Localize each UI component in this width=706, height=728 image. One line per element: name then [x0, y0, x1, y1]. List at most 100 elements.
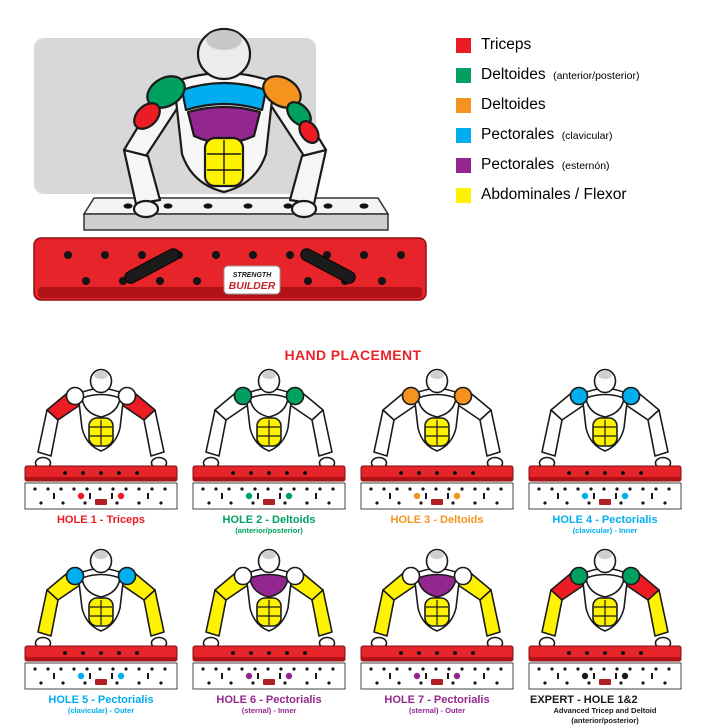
target-hole-marker-right — [453, 492, 461, 500]
target-hole-marker-left — [581, 492, 589, 500]
legend-color-swatch — [456, 128, 471, 143]
placement-caption: HOLE 7 - Pectorialis (sternal) - Outer — [384, 690, 489, 716]
panel-logo — [599, 499, 611, 505]
left-tricep-red — [133, 102, 161, 130]
product-hero-illustration: STRENGTH BUILDER — [33, 27, 427, 301]
left-shoulder — [401, 386, 421, 406]
placement-title: HOLE 7 - Pectorialis — [384, 693, 490, 706]
brand-logo: STRENGTH BUILDER — [223, 265, 281, 295]
legend-color-swatch — [456, 158, 471, 173]
hole-layout-panel — [360, 662, 514, 690]
panel-logo — [95, 499, 107, 505]
target-hole-marker-left — [413, 672, 421, 679]
abdominal-lines — [426, 599, 448, 625]
placement-title: HOLE 6 - Pectorialis — [216, 693, 322, 706]
white-board-holes — [123, 203, 369, 209]
chest — [81, 573, 121, 598]
left-forearm — [541, 588, 563, 637]
placement-title: EXPERT - HOLE 1&2 — [530, 693, 638, 706]
placement-subtitle: (clavicular) - Inner — [572, 526, 638, 535]
panel-holes — [33, 667, 167, 685]
target-hole-marker-right — [285, 492, 293, 500]
red-board-dots — [399, 650, 475, 655]
panel-holes — [537, 667, 671, 685]
left-shoulder — [569, 566, 589, 586]
red-board-edge — [192, 645, 346, 662]
target-hole-marker-left — [245, 672, 253, 679]
right-forearm — [311, 409, 333, 457]
abdominal-lines — [207, 140, 241, 184]
placement-caption: HOLE 4 - Pectorialis (clavicular) - Inne… — [552, 510, 657, 536]
red-board-dots — [399, 471, 475, 475]
right-shoulder — [117, 386, 137, 406]
target-hole-marker-left — [77, 492, 85, 500]
target-hole-marker-right — [621, 492, 629, 500]
panel-holes — [201, 487, 335, 505]
placement-title: HOLE 2 - Deltoids — [222, 514, 316, 526]
abdominal-lines — [90, 599, 112, 625]
panel-logo — [263, 499, 275, 505]
pushup-pose-illustration — [24, 548, 178, 690]
red-board-dots — [231, 650, 307, 655]
hand-placement-cell: HOLE 3 - Deltoids — [356, 368, 518, 536]
right-forearm — [143, 409, 165, 457]
left-forearm — [205, 588, 227, 637]
panel-logo — [431, 678, 443, 685]
right-shoulder — [621, 386, 641, 406]
red-board-edge — [528, 645, 682, 662]
left-forearm — [122, 148, 162, 206]
pushup-pose-illustration — [192, 368, 346, 510]
red-board-edge — [528, 465, 682, 482]
hand-placement-grid: HOLE 1 - Triceps — [20, 368, 686, 725]
pushup-pose-illustration — [360, 548, 514, 690]
right-handle — [300, 248, 356, 284]
left-hand — [132, 199, 160, 219]
legend-text: Abdominales / Flexor — [481, 186, 630, 205]
panel-logo — [95, 678, 107, 685]
legend-item: Deltoides — [456, 96, 702, 115]
right-shoulder — [285, 566, 305, 586]
legend-item: Triceps — [456, 36, 702, 55]
red-board-edge — [24, 645, 178, 662]
chest — [585, 393, 625, 418]
right-forearm — [311, 588, 333, 637]
abdominal-lines — [594, 599, 616, 625]
panel-holes — [201, 667, 335, 685]
pushup-pose-illustration — [528, 548, 682, 690]
legend-text: Pectorales (esternón) — [481, 156, 610, 175]
hole-layout-panel — [192, 482, 346, 510]
red-board-dots — [567, 650, 643, 655]
hand-placement-cell: HOLE 1 - Triceps — [20, 368, 182, 536]
legend-label: Abdominales / Flexor — [481, 186, 627, 203]
red-board-dots — [567, 471, 643, 475]
legend-item: Abdominales / Flexor — [456, 186, 702, 205]
left-shoulder — [65, 386, 85, 406]
athlete-figure — [122, 27, 328, 219]
abdominal-lines — [258, 420, 280, 445]
target-hole-marker-left — [413, 492, 421, 500]
pushup-pose-illustration — [360, 368, 514, 510]
right-forearm — [288, 148, 328, 206]
legend-item: Deltoides (anterior/posterior) — [456, 66, 702, 85]
legend-label: Triceps — [481, 36, 532, 53]
abdominal-lines — [90, 420, 112, 445]
placement-subtitle: (sternal) - Inner — [241, 705, 297, 715]
target-hole-marker-right — [621, 672, 629, 679]
legend-label: Pectorales — [481, 156, 555, 173]
hand-placement-cell: HOLE 6 - Pectorialis (sternal) - Inner — [188, 548, 350, 726]
chest — [249, 573, 289, 598]
legend-color-swatch — [456, 98, 471, 113]
red-board-dots — [231, 471, 307, 475]
right-tricep-red — [298, 120, 320, 144]
hand-placement-cell: HOLE 5 - Pectorialis (clavicular) - Oute… — [20, 548, 182, 726]
panel-holes — [33, 487, 167, 505]
legend-text: Triceps — [481, 36, 534, 55]
left-forearm — [373, 588, 395, 637]
right-forearm — [647, 588, 669, 637]
placement-caption: HOLE 1 - Triceps — [57, 510, 145, 526]
hair — [430, 550, 444, 559]
left-shoulder — [401, 566, 421, 586]
panel-holes — [369, 667, 503, 685]
hole-layout-panel — [192, 662, 346, 690]
right-deltoid-orange — [262, 75, 302, 109]
